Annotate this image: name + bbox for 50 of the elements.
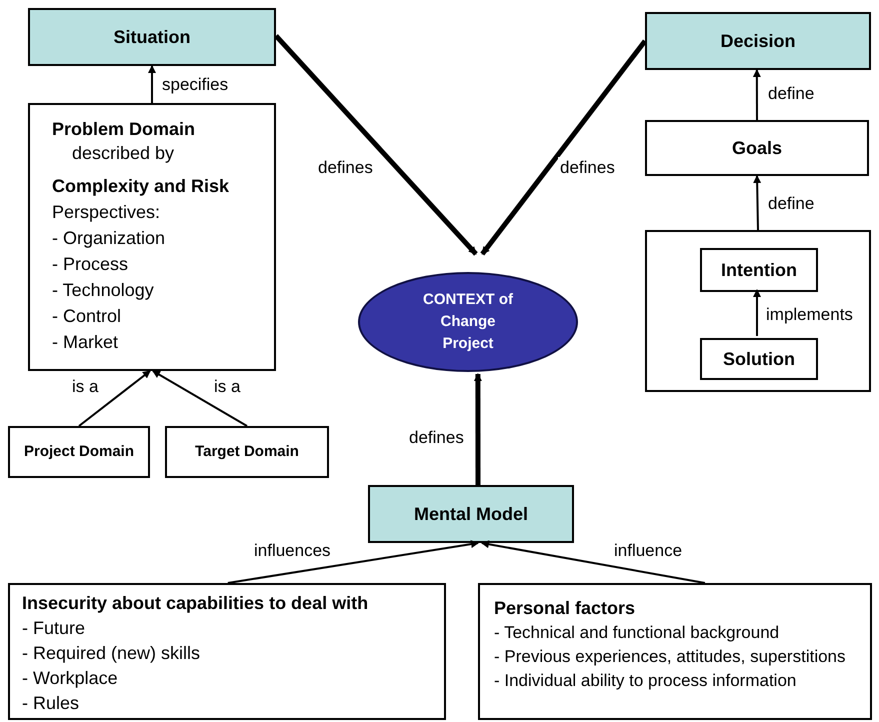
intention-box — [700, 248, 818, 292]
node-text: - Organization — [52, 227, 166, 250]
personal-factors-box — [478, 583, 872, 720]
arrow — [752, 69, 761, 120]
arrow — [78, 370, 151, 427]
node-text: - Market — [52, 331, 120, 354]
node-text: - Technical and functional background — [494, 622, 780, 644]
project-domain-box — [8, 426, 150, 478]
solution-box — [700, 338, 818, 380]
arrow — [274, 34, 478, 256]
node-text: - Future — [22, 617, 86, 640]
insecurity-box — [8, 583, 446, 720]
node-text: Solution — [723, 348, 795, 370]
node-text: - Rules — [22, 692, 80, 715]
decision-box — [645, 12, 871, 70]
node-text: Project Domain — [24, 442, 134, 462]
node-text: Target Domain — [195, 442, 299, 462]
node-text: Situation — [114, 26, 190, 48]
target-domain-box — [165, 426, 329, 478]
node-text: Perspectives: — [52, 201, 162, 224]
container-box — [645, 230, 871, 392]
node-text: Personal factors — [494, 597, 636, 620]
node-text: - Technology — [52, 279, 155, 302]
arrow — [474, 373, 482, 485]
goals-box — [645, 120, 869, 176]
arrow — [148, 65, 156, 103]
problem-domain-box — [28, 103, 276, 371]
node-text: - Workplace — [22, 667, 119, 690]
node-text: described by — [71, 142, 176, 165]
node-text: - Control — [52, 305, 122, 328]
arrow — [480, 39, 647, 256]
node-text: - Process — [52, 253, 130, 276]
arrow — [753, 175, 762, 230]
node-text: - Previous experiences, attitudes, superstitions — [494, 646, 847, 668]
node-text: Decision — [720, 30, 796, 52]
arrow — [753, 289, 761, 336]
arrow — [228, 540, 479, 584]
node-text: CONTEXT of Change Project — [422, 290, 514, 354]
node-text: Problem Domain — [52, 118, 196, 141]
situation-box — [28, 8, 276, 66]
arrow — [152, 370, 248, 427]
node-text: Complexity and Risk — [52, 175, 230, 198]
node-text: Intention — [721, 258, 797, 282]
node-text: Insecurity about capabilities to deal with — [22, 592, 370, 615]
node-text: Goals — [732, 136, 782, 160]
node-text: - Individual ability to process information — [494, 670, 798, 692]
arrow — [480, 540, 706, 584]
mental-model-box — [368, 485, 574, 543]
node-text: - Required (new) skills — [22, 642, 202, 665]
node-text: Mental Model — [414, 502, 528, 526]
